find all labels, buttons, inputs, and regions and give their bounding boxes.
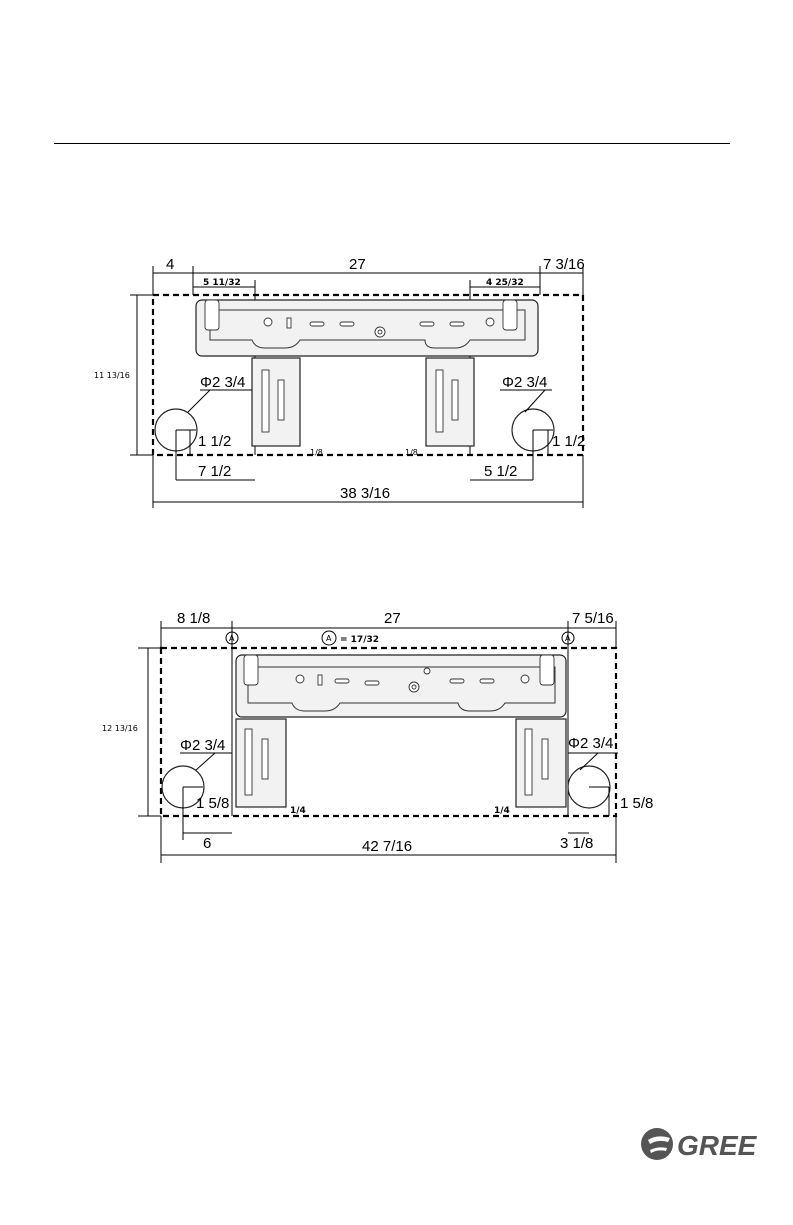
mounting-plate <box>236 655 566 807</box>
logo-text: GREE <box>677 1130 758 1161</box>
gree-swoosh-icon <box>641 1128 673 1160</box>
mounting-diagram-bottom: 8 1/8 27 7 5/16 A A A = 17/32 12 13/16 <box>0 595 793 880</box>
dim-left-margin: 4 <box>166 256 174 273</box>
gap-left: 1/8 <box>310 448 323 457</box>
dim-right-margin: 7 5/16 <box>572 610 614 627</box>
hole-left-offset: 6 <box>203 835 211 852</box>
gap-right: 1/8 <box>405 448 418 457</box>
hole-left-diameter: Φ2 3/4 <box>200 374 245 391</box>
dim-right-margin: 7 3/16 <box>543 256 585 273</box>
hole-left-offset: 7 1/2 <box>198 463 231 480</box>
hole-right-offset: 3 1/8 <box>560 835 593 852</box>
total-width: 42 7/16 <box>362 838 412 855</box>
header-rule <box>54 143 730 144</box>
gap-left: 1/4 <box>290 806 306 816</box>
hole-right-diameter: Φ2 3/4 <box>502 374 547 391</box>
dim-height: 11 13/16 <box>94 371 130 380</box>
hole-left-diameter: Φ2 3/4 <box>180 737 225 754</box>
hole-right-offset: 5 1/2 <box>484 463 517 480</box>
mounting-plate <box>196 300 538 446</box>
dim-right-slot: 4 25/32 <box>486 278 524 288</box>
marker-value: = 17/32 <box>340 635 379 645</box>
gree-logo: GREE <box>640 1126 770 1162</box>
svg-text:A: A <box>565 634 571 643</box>
hole-right-diameter: Φ2 3/4 <box>568 735 613 752</box>
dim-left-slot: 5 11/32 <box>203 278 241 288</box>
mounting-diagram-top: 4 27 7 3/16 5 11/32 4 25/32 11 13/16 <box>0 240 793 515</box>
dim-width: 27 <box>384 610 401 627</box>
gap-right: 1/4 <box>494 806 510 816</box>
total-width: 38 3/16 <box>340 485 390 502</box>
svg-text:A: A <box>326 634 332 643</box>
dim-width: 27 <box>349 256 366 273</box>
dim-left-margin: 8 1/8 <box>177 610 210 627</box>
dim-height: 12 13/16 <box>102 724 138 733</box>
hole-left-height: 1 1/2 <box>198 433 231 450</box>
hole-right-height: 1 5/8 <box>620 795 653 812</box>
hole-left-height: 1 5/8 <box>196 795 229 812</box>
hole-right-height: 1 1/2 <box>552 433 585 450</box>
svg-text:A: A <box>229 634 235 643</box>
